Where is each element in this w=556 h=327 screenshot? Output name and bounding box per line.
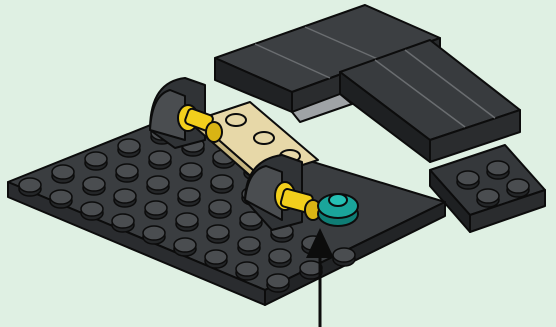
stud xyxy=(114,189,136,207)
stud xyxy=(143,226,165,244)
stud xyxy=(269,249,291,267)
stud xyxy=(457,171,479,189)
stud xyxy=(145,201,167,219)
stud xyxy=(267,274,289,292)
stud xyxy=(112,214,134,232)
stud xyxy=(333,248,355,266)
stud xyxy=(52,165,74,183)
stud xyxy=(236,262,258,280)
stud xyxy=(116,164,138,182)
stud xyxy=(487,161,509,179)
teal-round-plate xyxy=(318,194,358,226)
stud xyxy=(238,237,260,255)
stud xyxy=(50,190,72,208)
stud xyxy=(207,225,229,243)
stud xyxy=(211,175,233,193)
stud xyxy=(477,189,499,207)
stud xyxy=(507,179,529,197)
stud xyxy=(149,151,171,169)
stud xyxy=(147,176,169,194)
stud xyxy=(205,250,227,268)
stud xyxy=(209,200,231,218)
stud xyxy=(19,178,41,196)
stud xyxy=(180,163,202,181)
stud xyxy=(83,177,105,195)
stud xyxy=(118,139,140,157)
stud xyxy=(85,152,107,170)
stud xyxy=(81,202,103,220)
stud xyxy=(178,188,200,206)
stud xyxy=(174,238,196,256)
stud xyxy=(176,213,198,231)
